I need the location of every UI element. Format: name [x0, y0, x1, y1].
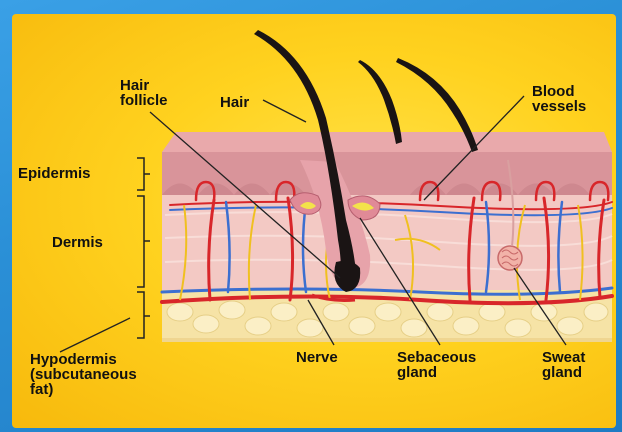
- layer-brackets: [137, 158, 150, 338]
- label-hair: Hair: [220, 95, 249, 110]
- hair-leader: [263, 100, 306, 122]
- hypodermis-bottom-edge: [162, 338, 612, 342]
- label-nerve: Nerve: [296, 350, 338, 365]
- label-hair-follicle: Hair follicle: [120, 78, 168, 108]
- label-blood-vessels: Blood vessels: [532, 84, 586, 114]
- dermis-bracket: [137, 196, 150, 287]
- hypodermis-bracket: [137, 292, 150, 338]
- second-hair: [358, 60, 402, 144]
- label-sebaceous-gland: Sebaceous gland: [397, 350, 476, 380]
- hypodermis-leader: [60, 318, 130, 352]
- label-epidermis: Epidermis: [18, 166, 91, 181]
- label-sweat-gland: Sweat gland: [542, 350, 585, 380]
- label-hypodermis: Hypodermis (subcutaneous fat): [30, 352, 137, 397]
- epidermis-bracket: [137, 158, 150, 190]
- epidermis-top-surface: [162, 132, 612, 152]
- label-dermis: Dermis: [52, 235, 103, 250]
